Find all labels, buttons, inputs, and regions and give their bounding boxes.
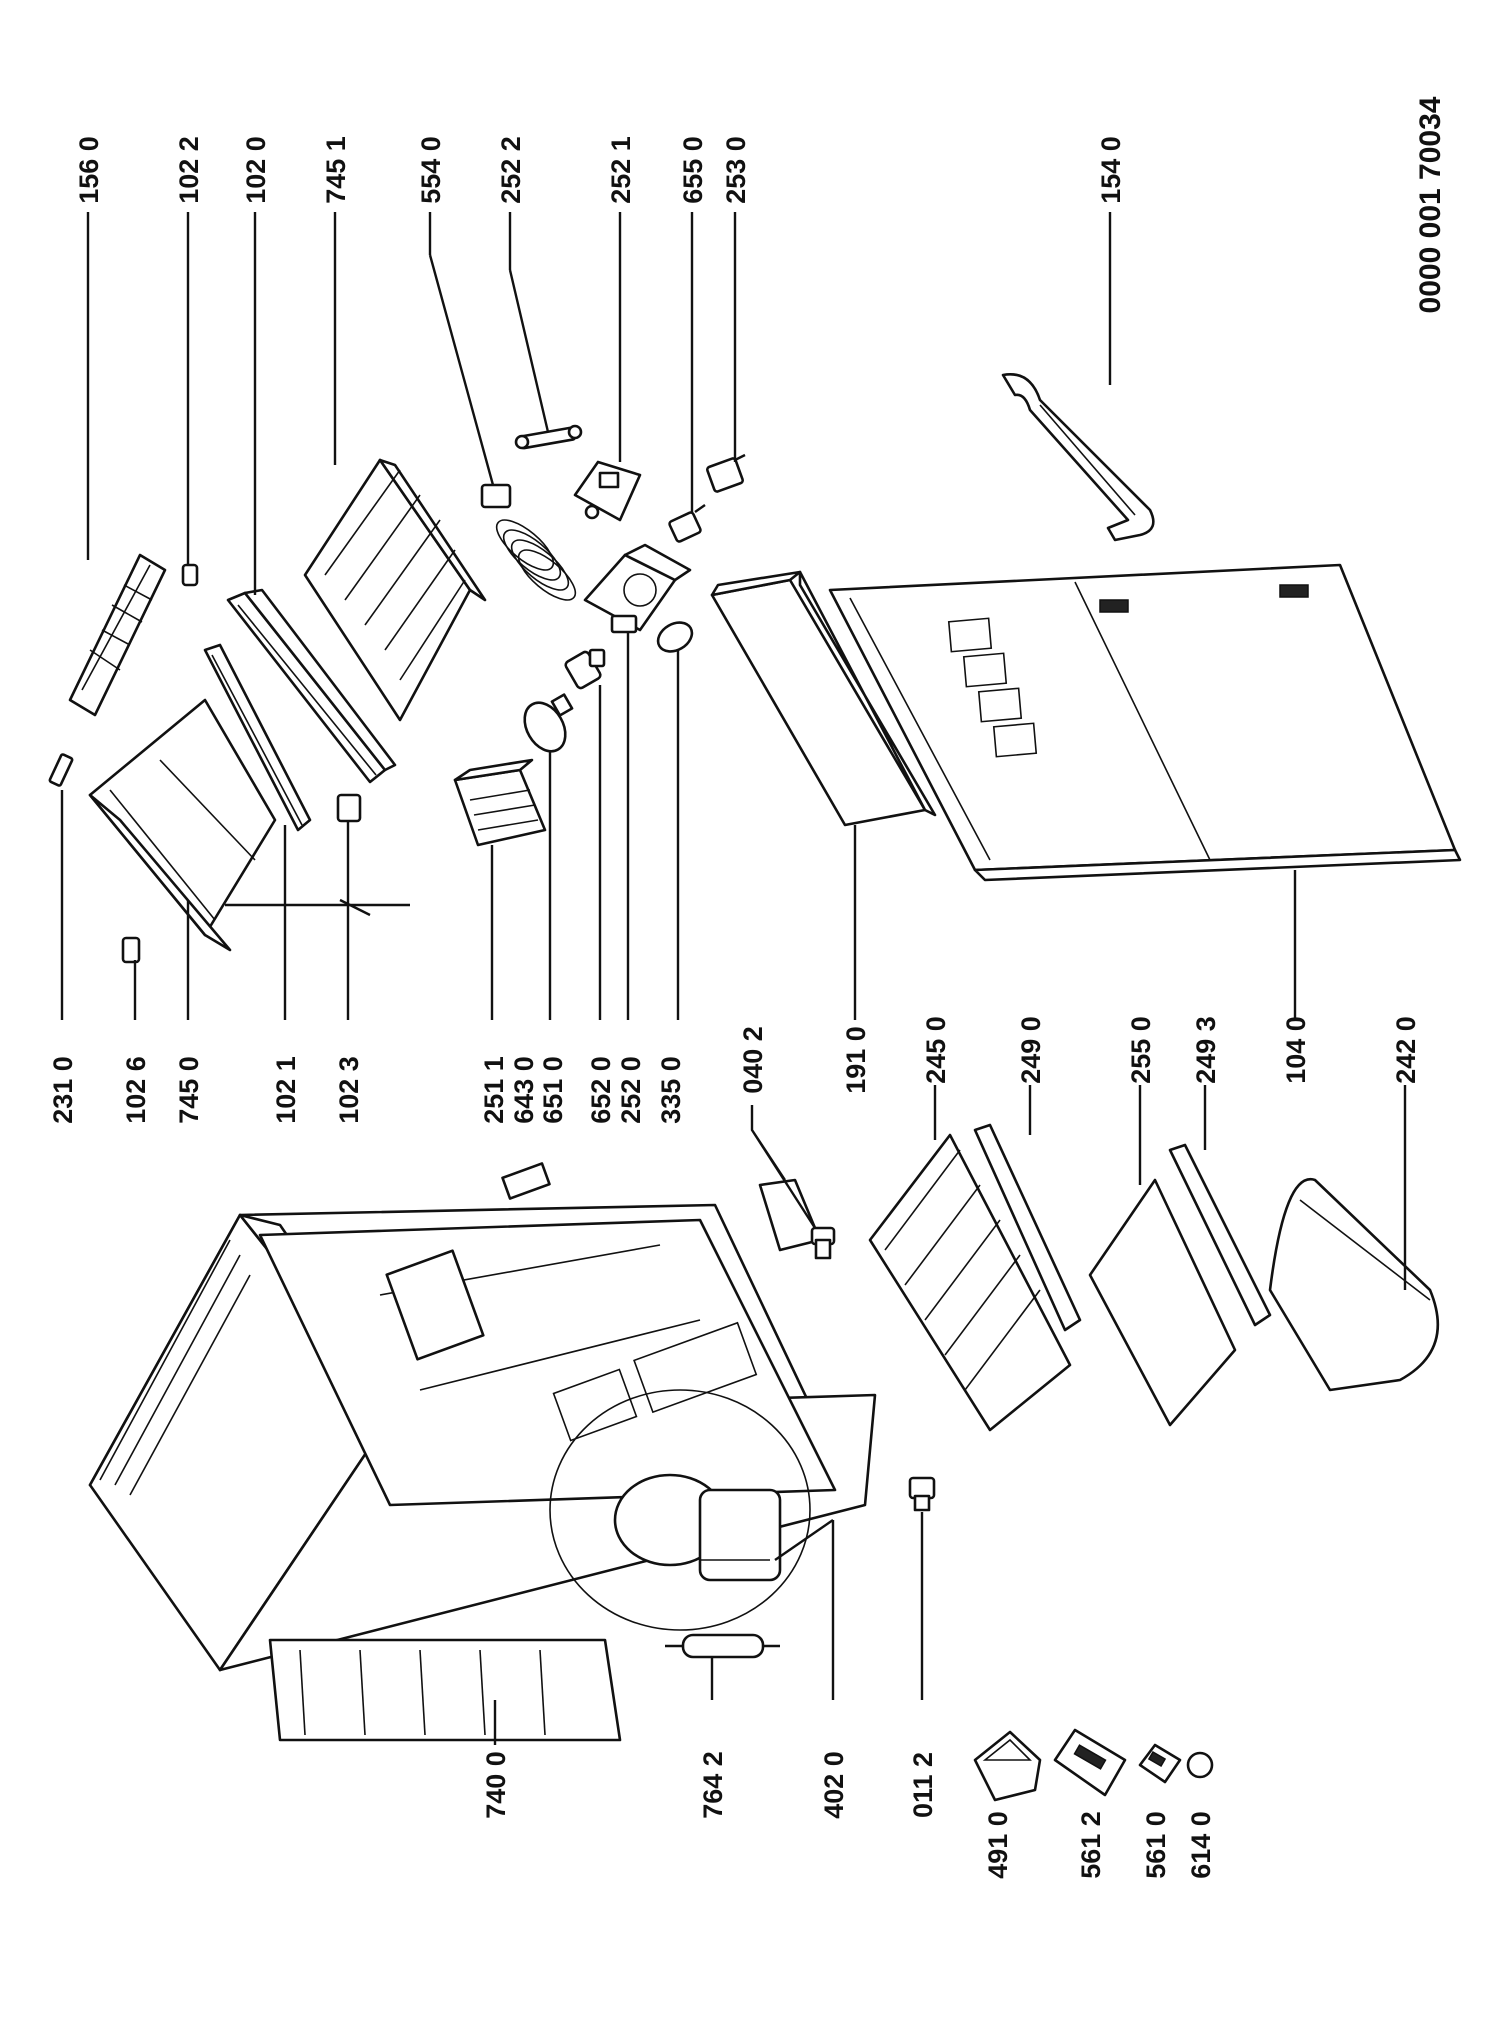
- label-643-0: 643 0: [509, 1056, 539, 1124]
- foot-011-2: [908, 1476, 936, 1512]
- light-switch-253-0: [706, 453, 746, 493]
- label-191-0: 191 0: [841, 1026, 871, 1094]
- label-102-2: 102 2: [174, 136, 204, 204]
- label-745-0: 745 0: [174, 1056, 204, 1124]
- label-102-6: 102 6: [121, 1056, 151, 1124]
- thermostat-102-3: [336, 793, 371, 935]
- cabinet-body-740-0: [88, 1203, 877, 1742]
- door-frame-191-0: [710, 570, 937, 827]
- shelf-102-0: [226, 588, 397, 784]
- label-040-2: 040 2: [738, 1026, 768, 1094]
- crisper-drawer-242-0: [1268, 1177, 1439, 1392]
- label-255-0: 255 0: [1126, 1016, 1156, 1084]
- label-156-0: 156 0: [74, 136, 104, 204]
- label-561-0: 561 0: [1141, 1811, 1171, 1879]
- label-249-0: 249 0: [1016, 1016, 1046, 1084]
- label-011-2: 011 2: [908, 1752, 938, 1818]
- label-745-1: 745 1: [321, 136, 351, 204]
- latch-231-0: [48, 753, 74, 787]
- switch-655-0: [668, 504, 706, 543]
- ice-cube-tray-156-0: [68, 553, 167, 717]
- label-335-0: 335 0: [656, 1056, 686, 1124]
- wire-shelf-745-1: [303, 458, 487, 722]
- thermostat-housing-252-0: [583, 543, 692, 634]
- door-assembly-104-0: [828, 563, 1462, 882]
- label-104-0: 104 0: [1281, 1016, 1311, 1084]
- label-154-0: 154 0: [1096, 136, 1126, 204]
- label-561-2: 561 2: [1076, 1811, 1106, 1879]
- thermostat-knob-335-0: [656, 621, 694, 653]
- leader-lines: [60, 212, 1407, 1745]
- label-402-0: 402 0: [819, 1751, 849, 1819]
- hinge-040-2: [758, 1178, 836, 1260]
- label-252-0: 252 0: [616, 1056, 646, 1124]
- wire-shelf-245-0: [868, 1133, 1072, 1432]
- thermostat-252-1: [573, 460, 642, 522]
- cap-614-0: [1186, 1751, 1214, 1779]
- part-labels: 231 0 102 6 745 0 102 1 102 3 251 1 643 …: [48, 96, 1447, 1879]
- compressor-402-0: [549, 1389, 811, 1631]
- label-102-3: 102 3: [334, 1056, 364, 1124]
- label-764-2: 764 2: [698, 1751, 728, 1819]
- label-242-0: 242 0: [1391, 1016, 1421, 1084]
- shelf-strip-102-1: [203, 643, 312, 832]
- glass-shelf-trim-249-3: [1168, 1143, 1272, 1327]
- label-614-0: 614 0: [1186, 1811, 1216, 1879]
- label-102-1: 102 1: [271, 1056, 301, 1124]
- evaporator-cover-745-0: [88, 698, 410, 952]
- coil-554-0: [480, 483, 577, 601]
- connector-561-2: [1053, 1728, 1127, 1797]
- label-253-0: 253 0: [721, 136, 751, 204]
- clip-102-2: [181, 563, 199, 587]
- label-655-0: 655 0: [678, 136, 708, 204]
- label-245-0: 245 0: [921, 1016, 951, 1084]
- label-102-0: 102 0: [241, 136, 271, 204]
- panel-643-0: [501, 1162, 551, 1200]
- glass-shelf-255-0: [1088, 1178, 1237, 1427]
- bracket-252-2: [514, 424, 583, 450]
- label-249-3: 249 3: [1191, 1016, 1221, 1084]
- lamp-socket-652-0: [564, 648, 606, 690]
- lamp-cover-251-1: [453, 758, 547, 847]
- door-handle-154-0: [1001, 372, 1155, 542]
- drawing-code: 0000 001 70034: [1414, 96, 1447, 313]
- lamp-bulb-651-0: [523, 693, 574, 753]
- filter-drier-764-2: [665, 1633, 780, 1659]
- label-252-2: 252 2: [496, 136, 526, 204]
- label-491-0: 491 0: [983, 1811, 1013, 1879]
- label-651-0: 651 0: [538, 1056, 568, 1124]
- label-554-0: 554 0: [416, 136, 446, 204]
- shelf-trim-249-0: [973, 1123, 1082, 1332]
- label-740-0: 740 0: [481, 1751, 511, 1819]
- label-652-0: 652 0: [586, 1056, 616, 1124]
- overload-561-0: [1138, 1743, 1182, 1784]
- label-251-1: 251 1: [479, 1056, 509, 1124]
- label-231-0: 231 0: [48, 1056, 78, 1124]
- relay-491-0: [973, 1730, 1042, 1802]
- knob-102-6: [121, 936, 141, 964]
- label-252-1: 252 1: [606, 136, 636, 204]
